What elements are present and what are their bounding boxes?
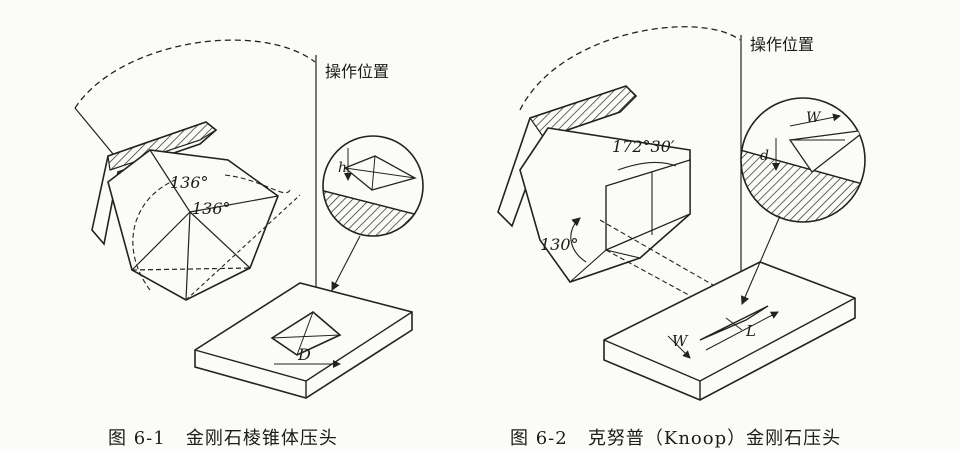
caption-number-left: 图 6-1	[108, 428, 166, 449]
dim-d-label: D	[297, 345, 311, 364]
angle-label-136-b: 136°	[192, 199, 231, 218]
dim-h-label: h	[338, 160, 347, 176]
caption-number-right: 图 6-2	[510, 428, 568, 449]
operating-position-label-left: 操作位置	[325, 62, 389, 81]
angle-label-136-a: 136°	[170, 173, 209, 192]
swing-radius-line	[74, 107, 119, 161]
specimen-block-right	[603, 261, 856, 401]
caption-title-right: 克努普（Knoop）金刚石压头	[587, 428, 842, 449]
angle-arc	[132, 179, 176, 291]
swing-arc-right	[519, 26, 741, 111]
figure-vickers	[74, 39, 424, 399]
caption-title-left: 金刚石棱锥体压头	[185, 428, 338, 449]
dim-l-label: L	[745, 322, 756, 340]
dim-d-small-label: d	[760, 148, 769, 164]
operating-position-label-right: 操作位置	[750, 35, 814, 54]
caption-figure-6-1: 图 6-1 金刚石棱锥体压头	[108, 424, 338, 450]
holder-hatch	[107, 121, 218, 171]
dim-l-line	[705, 311, 779, 351]
caption-figure-6-2: 图 6-2 克努普（Knoop）金刚石压头	[510, 424, 841, 450]
indenter-body-right	[519, 127, 691, 283]
swing-arc	[74, 39, 316, 109]
angle-label-172-30: 172°30′	[612, 137, 675, 156]
dim-w-label: W	[672, 332, 689, 350]
angle-label-130: 130°	[540, 235, 579, 254]
figure-knoop	[497, 26, 866, 401]
dim-w-line	[667, 335, 691, 359]
dim-w-top-label: W	[806, 110, 822, 126]
